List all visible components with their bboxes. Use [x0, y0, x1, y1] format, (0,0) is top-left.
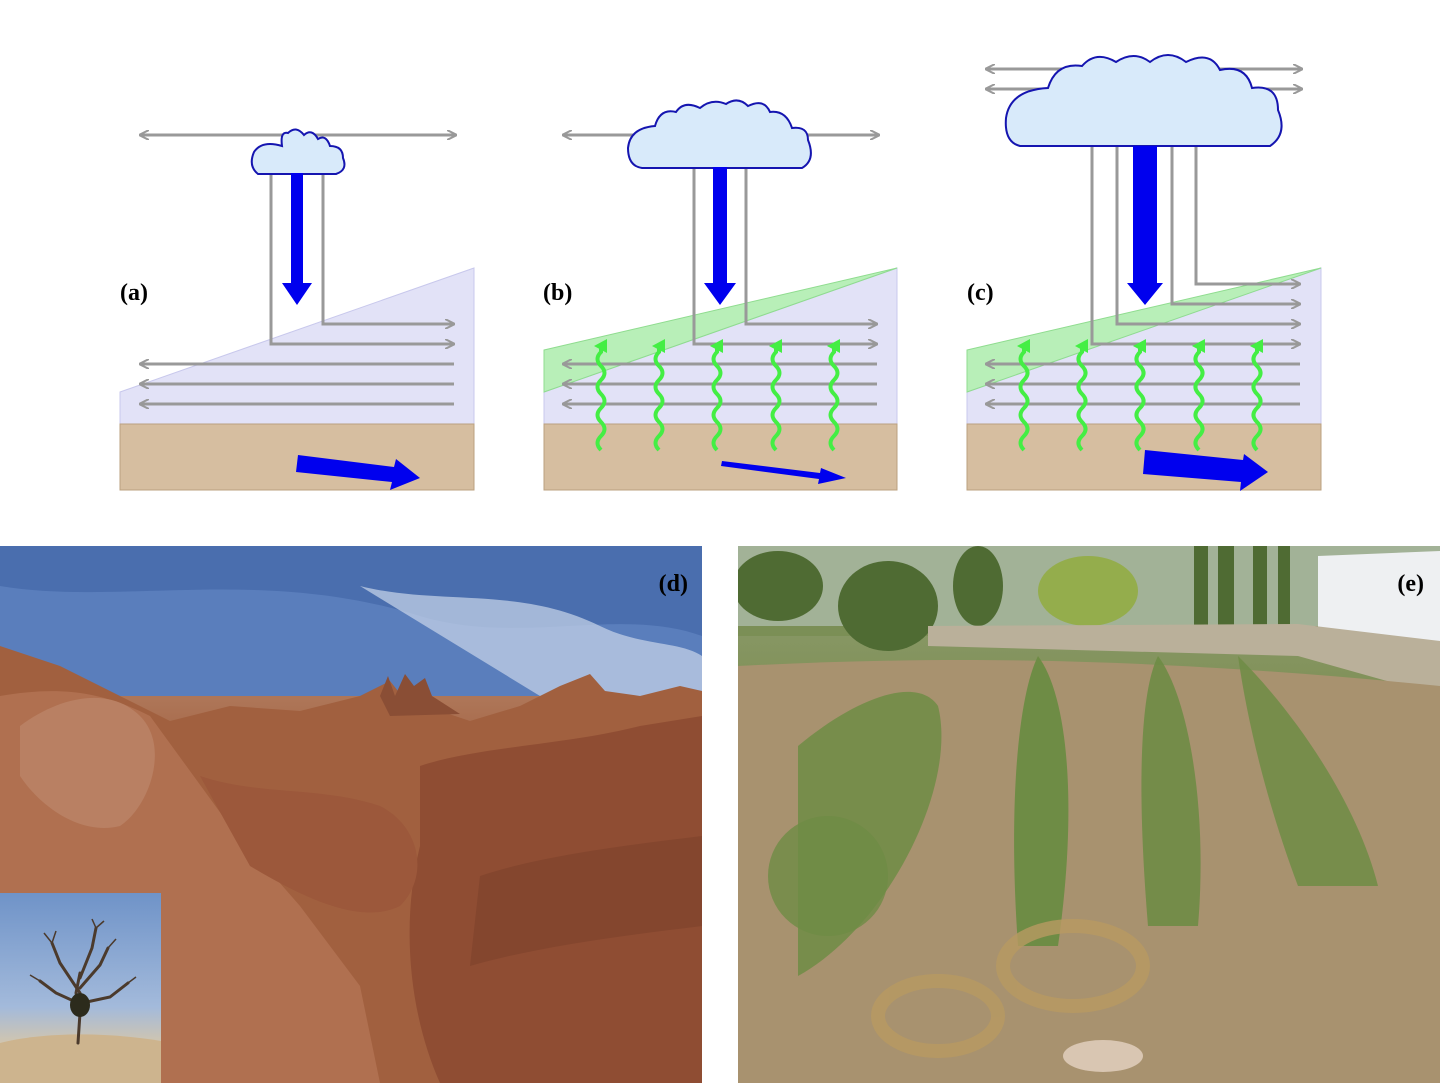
air-flow-arrow-icon [269, 170, 454, 344]
air-flow-arrows [563, 135, 879, 404]
moisture-cycle-diagram: (a) (b) [119, 54, 1322, 491]
vegetation-layer [543, 267, 898, 393]
wavy-green-arrow-icon [827, 339, 840, 452]
panel-label-d: (d) [658, 571, 688, 597]
garden-landscape [738, 546, 1440, 1083]
wavy-green-arrow-icon [1192, 339, 1205, 452]
air-flow-arrow-icon [321, 170, 454, 324]
cloud-icon [1004, 54, 1283, 147]
vegetation-layer [966, 267, 1322, 393]
panel-label-c: (c) [967, 280, 994, 306]
wavy-green-arrow-icon [1075, 339, 1088, 452]
runoff-arrow-icon [721, 461, 846, 484]
rain-arrow-icon [704, 167, 736, 305]
air-flow-arrows [140, 135, 456, 404]
air-flow-arrow-icon [744, 168, 877, 324]
air-flow-arrow-icon [1115, 146, 1300, 324]
badlands-photo: (d) [0, 546, 702, 1083]
cloud-icon [626, 99, 812, 169]
panel-a: (a) [119, 128, 475, 491]
panel-label-b: (b) [543, 280, 572, 306]
dead-tree-inset-photo [0, 893, 161, 1083]
air-flow-arrow-icon [1090, 146, 1300, 344]
wavy-green-arrow-icon [1250, 339, 1263, 452]
cloud-icon [250, 128, 346, 175]
panel-label-a: (a) [120, 280, 148, 306]
panel-c: (c) [966, 54, 1322, 491]
ground-layer [119, 423, 475, 491]
air-flow-arrow-icon [1170, 146, 1300, 304]
panel-b: (b) [543, 99, 898, 491]
background-trees [738, 546, 1290, 651]
wavy-green-arrow-icon [710, 339, 723, 452]
dead-tree-illustration [0, 918, 161, 1083]
wavy-green-arrow-icon [769, 339, 782, 452]
straw-mulch-rows [871, 919, 1150, 1058]
wavy-green-arrow-icon [1017, 339, 1030, 452]
rain-arrow-icon [282, 173, 312, 305]
evapotranspiration-arrows [594, 339, 840, 452]
vegetation-rows [768, 656, 1378, 976]
badlands-landscape [0, 546, 702, 1083]
panel-label-e: (e) [1397, 571, 1424, 597]
runoff-arrow-icon [296, 455, 420, 490]
wavy-green-arrow-icon [1133, 339, 1146, 452]
wavy-green-arrow-icon [594, 339, 607, 452]
runoff-arrow-icon [1143, 450, 1268, 491]
wavy-green-arrow-icon [652, 339, 665, 452]
air-flow-arrow-icon [1194, 146, 1300, 284]
rain-arrow-icon [1127, 146, 1163, 305]
air-flow-arrow-icon [692, 168, 877, 344]
evapotranspiration-arrows [1017, 339, 1263, 452]
garden-photo: (e) [738, 546, 1440, 1083]
